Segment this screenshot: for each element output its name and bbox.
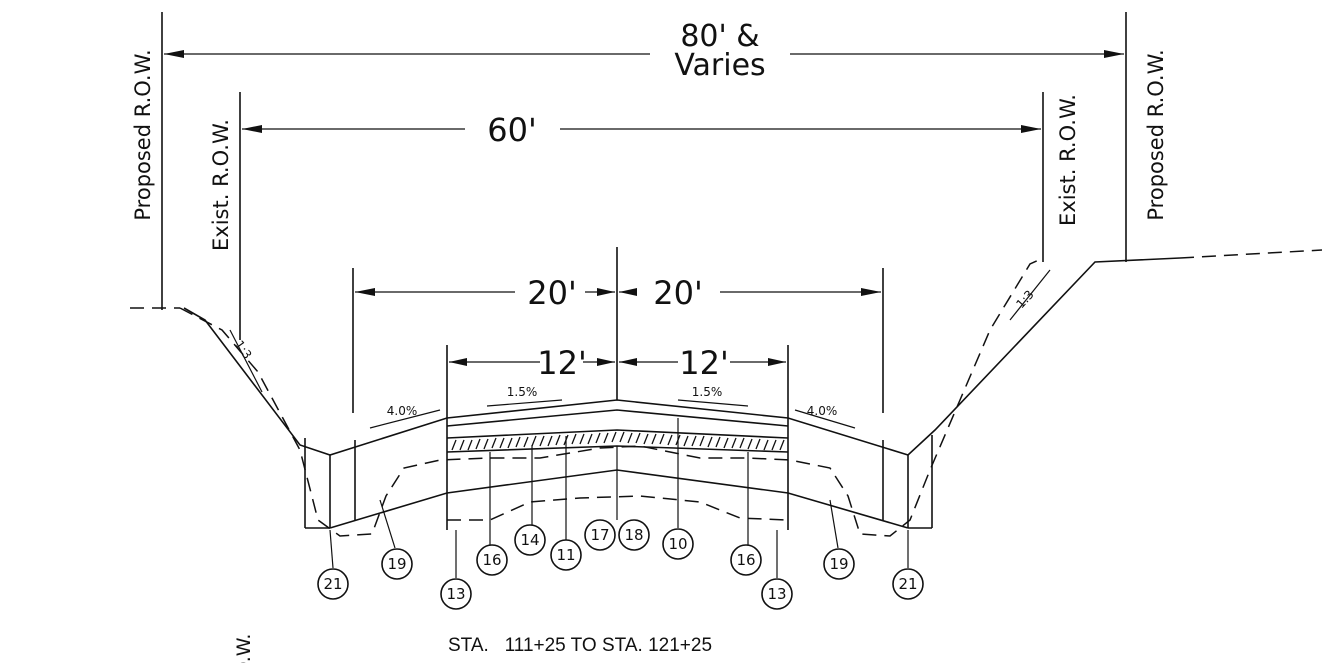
callout-label: 21 (898, 575, 917, 593)
callout-label: 17 (590, 526, 609, 544)
shoulder-slope-left: 4.0% (387, 404, 418, 418)
callout-label: 16 (482, 551, 501, 569)
row-lines (161, 12, 1127, 530)
callout-label: 19 (387, 555, 406, 573)
callout-19-left: 19 (381, 548, 413, 580)
callout-11: 11 (550, 539, 582, 571)
lane-width-right-label: 12' (679, 344, 729, 382)
callout-14: 14 (514, 524, 546, 556)
lane-slope-right: 1.5% (692, 385, 723, 399)
proposed-row-right-label: Proposed R.O.W. (1144, 49, 1168, 220)
callout-label: 10 (668, 535, 687, 553)
existing-width-label: 60' (487, 111, 537, 149)
partial-row-bottom-label: O.W. (233, 634, 255, 663)
lane-width-left-label: 12' (537, 344, 587, 382)
callout-16-right: 16 (730, 544, 762, 576)
callout-21-right: 21 (892, 568, 924, 600)
station-caption: STA. 111+25 TO STA. 121+25 (448, 635, 712, 656)
half-width-right-label: 20' (653, 274, 703, 312)
lane-slope-left: 1.5% (507, 385, 538, 399)
proposed-section (183, 257, 1181, 529)
shoulder-slope-right: 4.0% (807, 404, 838, 418)
callout-17: 17 (584, 519, 616, 551)
callout-18: 18 (618, 519, 650, 551)
callout-label: 13 (446, 585, 465, 603)
existing-ground (130, 249, 1322, 537)
callout-10: 10 (662, 528, 694, 560)
callout-16-left: 16 (476, 544, 508, 576)
callout-13-right: 13 (761, 578, 793, 610)
dimension-lines (164, 50, 1124, 366)
half-width-left-label: 20' (527, 274, 577, 312)
callout-label: 11 (556, 546, 575, 564)
exist-row-right-label: Exist. R.O.W. (1056, 94, 1080, 226)
callout-label: 14 (520, 531, 539, 549)
callout-label: 21 (323, 575, 342, 593)
callout-label: 19 (829, 555, 848, 573)
callout-13-left: 13 (440, 578, 472, 610)
overall-width-label-line2: Varies (674, 48, 765, 83)
callout-21-left: 21 (317, 568, 349, 600)
overall-width-label-line1: 80' & (680, 19, 759, 54)
proposed-row-left-label: Proposed R.O.W. (131, 49, 155, 220)
callout-label: 18 (624, 526, 643, 544)
callout-label: 16 (736, 551, 755, 569)
callout-label: 13 (767, 585, 786, 603)
callout-19-right: 19 (823, 548, 855, 580)
exist-row-left-label: Exist. R.O.W. (209, 119, 233, 251)
callout-leaders (329, 418, 909, 578)
